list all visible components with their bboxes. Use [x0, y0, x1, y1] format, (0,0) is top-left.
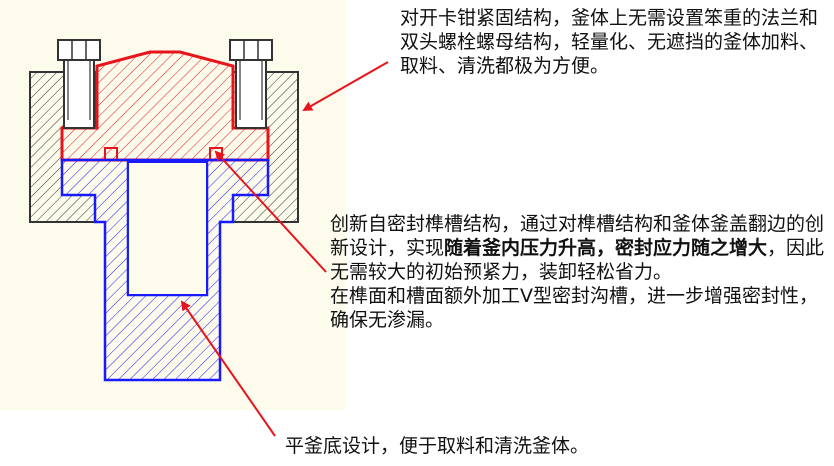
- seal-annotation: 创新自密封榫槽结构，通过对榫槽结构和釜体釜盖翻边的创新设计，实现随着釜内压力升高…: [330, 212, 825, 332]
- right-bolt: [229, 39, 273, 129]
- seal-annotation-text-2: ，因此无需较大的初始预紧力，装卸轻松省力。: [330, 237, 825, 283]
- seal-annotation-text-1: 创新自密封榫槽结构，通过对榫槽结构和釜体釜盖翻边的创新设计，实现: [330, 213, 825, 259]
- seal-annotation-text-3: 在榫面和槽面额外加工V型密封沟槽，进一步增强密封性，确保无渗漏。: [330, 285, 818, 331]
- arrow-to-bottom: [180, 300, 276, 437]
- vessel-cavity: [127, 161, 208, 296]
- seal-annotation-bold: 随着釜内压力升高，密封应力随之增大: [444, 237, 768, 259]
- arrow-to-clamp: [302, 61, 389, 111]
- clamp-annotation: 对开卡钳紧固结构，釜体上无需设置笨重的法兰和双头螺栓螺母结构，轻量化、无遮挡的釜…: [400, 7, 819, 77]
- arrow-to-seal: [214, 150, 327, 273]
- left-bolt: [57, 39, 101, 129]
- bottom-annotation: 平釜底设计，便于取料和清洗釜体。: [285, 435, 590, 457]
